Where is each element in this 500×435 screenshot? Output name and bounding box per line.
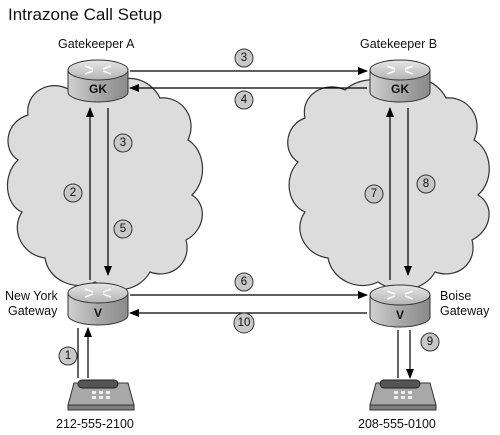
router-arrows-icon bbox=[386, 290, 414, 300]
page-title: Intrazone Call Setup bbox=[8, 5, 162, 24]
step-badge-6: 6 bbox=[234, 272, 254, 292]
step-badge-10: 10 bbox=[233, 312, 255, 334]
step-badge-3-left: 3 bbox=[113, 133, 133, 153]
svg-text:3: 3 bbox=[241, 52, 247, 64]
step-badge-9: 9 bbox=[420, 332, 440, 352]
boise-gateway-label-line2: Gateway bbox=[440, 304, 490, 318]
gatekeeper-b-label: Gatekeeper B bbox=[360, 37, 437, 51]
new-york-gateway-router: V bbox=[67, 282, 129, 326]
boise-gateway-caption: V bbox=[396, 308, 404, 322]
gatekeeper-a-caption: GK bbox=[89, 82, 107, 96]
svg-text:5: 5 bbox=[120, 223, 126, 235]
svg-text:1: 1 bbox=[65, 350, 71, 362]
new-york-gateway-label-line1: New York bbox=[5, 289, 59, 303]
step-badge-8: 8 bbox=[416, 174, 436, 194]
gatekeeper-a-router: GK bbox=[67, 59, 129, 103]
new-york-gateway-caption: V bbox=[94, 306, 102, 320]
phone-left-number: 212-555-2100 bbox=[56, 417, 134, 431]
boise-gateway-router: V bbox=[369, 284, 431, 328]
step-badge-5: 5 bbox=[113, 219, 133, 239]
svg-text:8: 8 bbox=[423, 178, 429, 190]
phone-icon bbox=[369, 379, 437, 411]
gatekeeper-b-router: GK bbox=[369, 59, 431, 103]
svg-text:9: 9 bbox=[427, 336, 433, 348]
gatekeeper-b-caption: GK bbox=[391, 82, 409, 96]
step-badge-3-top: 3 bbox=[234, 48, 254, 68]
gatekeeper-a-label: Gatekeeper A bbox=[58, 37, 135, 51]
svg-text:2: 2 bbox=[70, 187, 76, 199]
zone-cloud-right bbox=[287, 77, 490, 291]
zone-cloud-left bbox=[6, 77, 204, 291]
step-badge-7: 7 bbox=[364, 184, 384, 204]
phone-right-number: 208-555-0100 bbox=[358, 417, 436, 431]
new-york-gateway-label-line2: Gateway bbox=[8, 304, 58, 318]
step-badge-4: 4 bbox=[234, 90, 254, 110]
svg-text:6: 6 bbox=[241, 276, 247, 288]
boise-gateway-label-line1: Boise bbox=[440, 289, 471, 303]
svg-text:7: 7 bbox=[371, 188, 377, 200]
step-badge-1: 1 bbox=[58, 346, 78, 366]
router-arrows-icon bbox=[84, 288, 112, 298]
step-badge-2: 2 bbox=[63, 183, 83, 203]
svg-text:4: 4 bbox=[241, 94, 248, 106]
router-arrows-icon bbox=[386, 65, 414, 75]
phone-icon bbox=[67, 379, 135, 411]
router-arrows-icon bbox=[84, 65, 112, 75]
svg-text:3: 3 bbox=[120, 137, 126, 149]
svg-text:10: 10 bbox=[238, 317, 251, 329]
